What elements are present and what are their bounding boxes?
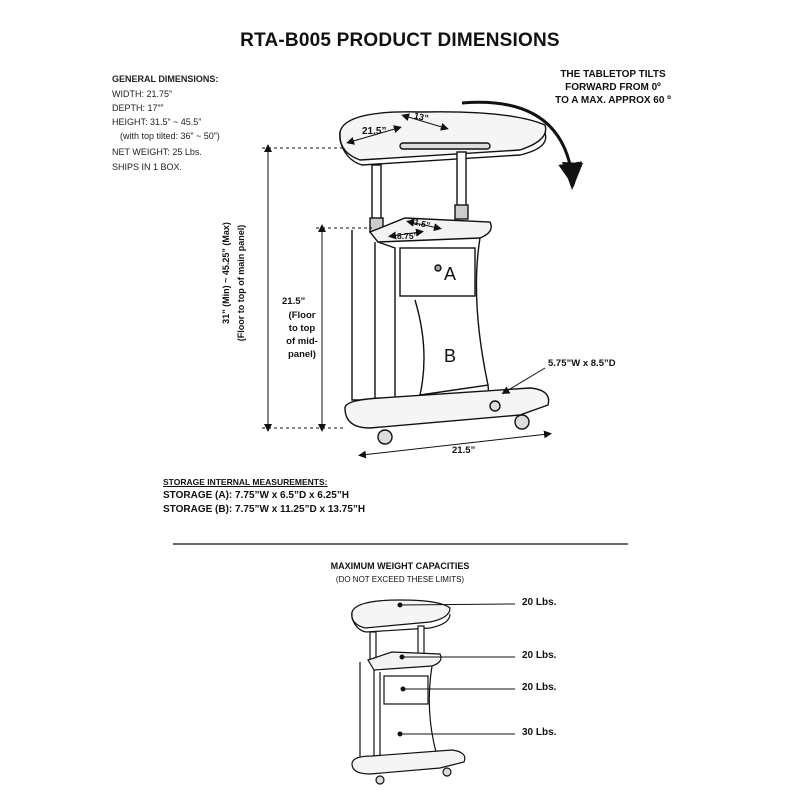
wheel-front-left	[377, 429, 393, 445]
weight-bottom: 30 Lbs.	[522, 727, 557, 738]
dim-mid-width	[388, 228, 424, 240]
small-post-right	[417, 625, 425, 657]
drawer-knob	[434, 264, 442, 272]
tabletop	[339, 111, 547, 161]
tilt-note-line-1: THE TABLETOP TILTS	[560, 69, 666, 80]
label-mid-height: 21.5”	[282, 296, 306, 307]
wheel-back	[489, 400, 501, 412]
general-width: WIDTH: 21.75”	[112, 89, 173, 99]
body-inner-curve	[414, 299, 425, 396]
base	[344, 387, 550, 429]
storage-b-measurement: STORAGE (B): 7.75”W x 11.25”D x 13.75”H	[163, 504, 366, 515]
label-mid-width: 8.75”	[397, 231, 418, 241]
wheel-front-right	[514, 414, 530, 430]
capacities-title: MAXIMUM WEIGHT CAPACITIES	[330, 561, 470, 571]
dim-top-depth	[401, 113, 449, 131]
dim-mid-depth	[406, 218, 442, 232]
label-mid-height-note-4: panel)	[288, 349, 316, 360]
label-base-width: 21.5”	[452, 445, 476, 456]
label-overall-height: 31” (Min) ~ 45.25” (Max)	[221, 222, 231, 324]
label-overall-height-note: (Floor to top of main panel)	[236, 224, 246, 342]
small-mid-panel	[367, 651, 442, 671]
tilt-note-line-2: FORWARD FROM 0º	[565, 82, 661, 93]
dim-base-width	[358, 430, 552, 459]
label-mid-height-note-1: (Floor	[288, 310, 316, 321]
tilt-arrow-head	[562, 162, 583, 190]
label-mid-height-note-3: of mid-	[286, 336, 318, 347]
dim-top-width	[346, 125, 402, 145]
label-storage-b: B	[444, 346, 457, 366]
tilt-note-line-3: TO A MAX. APPROX 60 º	[555, 95, 671, 106]
general-height-tilted: (with top tilted: 36” ~ 50”)	[120, 131, 220, 141]
cart-main-drawing	[339, 111, 550, 445]
small-post-left	[369, 631, 377, 661]
tilt-arrow	[461, 100, 583, 187]
post-left	[371, 164, 382, 226]
tabletop-slot	[399, 142, 491, 150]
weight-top: 20 Lbs.	[522, 597, 557, 608]
weight-leaders	[397, 602, 516, 737]
general-ships: SHIPS IN 1 BOX.	[112, 162, 183, 172]
leader-top	[399, 603, 516, 606]
capacities-subtitle: (DO NOT EXCEED THESE LIMITS)	[335, 575, 465, 584]
general-net-weight: NET WEIGHT: 25 Lbs.	[112, 147, 202, 157]
drawer-a	[399, 247, 476, 297]
knob-right	[454, 204, 469, 220]
body-right-curve	[475, 237, 489, 386]
page-title: RTA-B005 PRODUCT DIMENSIONS	[240, 30, 560, 51]
small-tabletop	[351, 599, 451, 629]
leader-base-shelf	[501, 367, 546, 395]
body-front	[377, 241, 396, 400]
storage-a-measurement: STORAGE (A): 7.75”W x 6.5”D x 6.25”H	[163, 490, 349, 501]
weight-drawer: 20 Lbs.	[522, 682, 557, 693]
general-depth: DEPTH: 17””	[112, 103, 164, 113]
general-dimensions-heading: GENERAL DIMENSIONS:	[112, 74, 219, 84]
cart-small-drawing	[351, 599, 466, 785]
label-storage-a: A	[444, 264, 457, 284]
small-base	[351, 749, 466, 775]
post-right	[456, 151, 467, 209]
label-top-width: 21.5”	[362, 126, 387, 137]
dimension-lines	[262, 113, 552, 459]
general-height: HEIGHT: 31.5” ~ 45.5”	[112, 117, 202, 127]
weight-mid: 20 Lbs.	[522, 650, 557, 661]
storage-heading: STORAGE INTERNAL MEASUREMENTS:	[163, 477, 328, 487]
label-base-shelf: 5.75”W x 8.5”D	[548, 358, 616, 369]
body-left-side	[351, 230, 376, 401]
label-mid-height-note-2: to top	[288, 323, 316, 334]
small-drawer	[383, 675, 429, 705]
